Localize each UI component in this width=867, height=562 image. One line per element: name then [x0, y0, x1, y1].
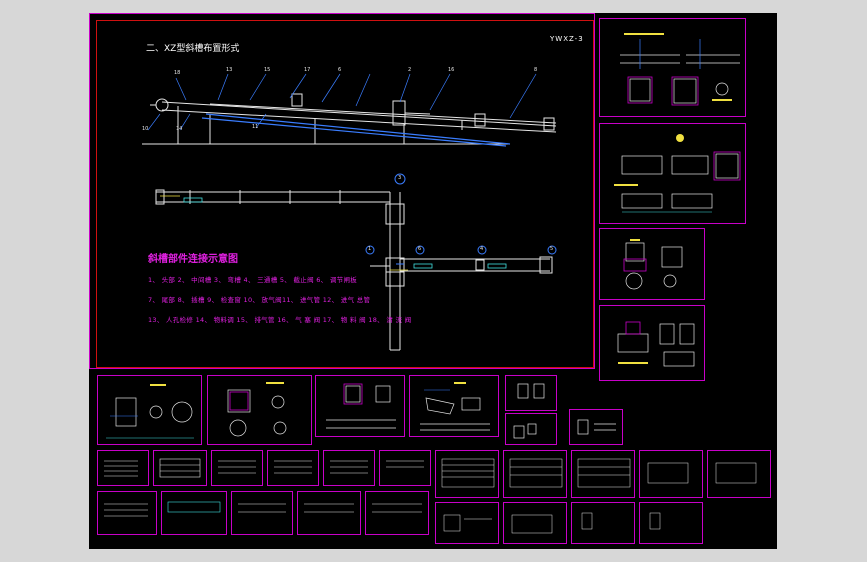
sheet-thumbnail[interactable] [207, 375, 312, 445]
callout-label: 10 [142, 126, 149, 132]
drawing-title: 二、XZ型斜槽布置形式 [146, 44, 240, 54]
sheet-thumbnail-drawing [443, 514, 492, 532]
sheet-thumbnail-drawing [441, 458, 495, 488]
sheet-thumbnail[interactable] [435, 502, 499, 544]
legend-line: 1、 头部 2、 中间槽 3、 弯槽 4、 三通槽 5、 截止阀 6、 调节闸板 [148, 276, 358, 284]
sheet-thumbnail-drawing [167, 501, 221, 513]
sheet-thumbnail[interactable] [315, 375, 405, 437]
main-sheet-frame [96, 20, 594, 368]
sheet-thumbnail-drawing [511, 514, 553, 534]
sheet-thumbnail[interactable] [231, 491, 293, 535]
callout-label: 11 [252, 124, 259, 130]
sheet-thumbnail[interactable] [707, 450, 771, 498]
legend-line: 7、 尾部 8、 插槽 9、 检查窗 10、 放气阀11、 进气管 12、 进气… [148, 296, 371, 304]
sheet-thumbnail[interactable] [323, 450, 375, 486]
sheet-thumbnail[interactable] [569, 409, 623, 445]
sheet-thumbnail-drawing [623, 239, 683, 290]
sheet-thumbnail-drawing [386, 460, 424, 468]
legend-title: 斜槽部件连接示意图 [148, 254, 238, 265]
sheet-thumbnail[interactable] [267, 450, 319, 486]
sheet-thumbnail-drawing [649, 512, 661, 530]
sheet-thumbnail[interactable] [505, 413, 557, 445]
sheet-thumbnail[interactable] [435, 450, 499, 498]
sheet-thumbnail[interactable] [571, 450, 635, 498]
sheet-thumbnail-drawing [647, 462, 689, 484]
sheet-thumbnail[interactable] [379, 450, 431, 486]
plan-callout-label: 3 [398, 175, 402, 181]
sheet-thumbnail-drawing [420, 382, 490, 431]
sheet-thumbnail-drawing [509, 458, 563, 488]
sheet-thumbnail[interactable] [571, 502, 635, 544]
sheet-thumbnail[interactable] [211, 450, 263, 486]
sheet-thumbnail[interactable] [639, 450, 703, 498]
sheet-thumbnail[interactable] [365, 491, 429, 535]
main-sheet[interactable]: 二、XZ型斜槽布置形式 YWXZ-3 [89, 13, 595, 369]
sheet-thumbnail[interactable] [505, 375, 557, 411]
sheet-thumbnail[interactable] [97, 375, 202, 445]
elevation-view [142, 73, 557, 351]
sheet-thumbnail-drawing [104, 503, 148, 517]
sheet-thumbnail-drawing [274, 460, 312, 474]
plan-callout-label: 5 [550, 246, 554, 252]
plan-callout-label: 6 [418, 246, 422, 252]
sheet-thumbnail-drawing [218, 460, 256, 474]
drawing-code: YWXZ-3 [550, 35, 584, 43]
sheet-thumbnail-drawing [326, 383, 396, 429]
sheet-thumbnail[interactable] [409, 375, 499, 437]
sheet-thumbnail-drawing [304, 503, 354, 513]
sheet-thumbnail[interactable] [153, 450, 207, 486]
sheet-thumbnail-drawing [617, 321, 695, 367]
sheet-thumbnail[interactable] [503, 450, 567, 498]
sheet-thumbnail[interactable] [97, 491, 157, 535]
sheet-thumbnail[interactable] [599, 123, 746, 224]
sheet-thumbnail-drawing [577, 458, 631, 488]
sheet-thumbnail-drawing [227, 382, 287, 437]
callout-label: 15 [264, 67, 271, 73]
sheet-thumbnail-drawing [106, 384, 194, 439]
sheet-thumbnail-drawing [372, 503, 422, 513]
sheet-thumbnail[interactable] [297, 491, 361, 535]
callout-label: 14 [176, 126, 183, 132]
sheet-thumbnail[interactable] [599, 305, 705, 381]
sheet-thumbnail[interactable] [503, 502, 567, 544]
plan-callout-label: 4 [480, 246, 484, 252]
legend-line: 13、 人孔检修 14、 物料调 15、 排气管 16、 气 塞 阀 17、 物… [148, 316, 412, 324]
callout-label: 8 [534, 67, 538, 73]
callout-label: 2 [408, 67, 412, 73]
plan-callout-label: 1 [368, 246, 372, 252]
sheet-thumbnail-drawing [238, 503, 286, 513]
sheet-thumbnail[interactable] [599, 18, 746, 117]
sheet-thumbnail-drawing [517, 383, 545, 399]
callout-label: 17 [304, 67, 311, 73]
drawing-canvas[interactable]: 二、XZ型斜槽布置形式 YWXZ-3 [89, 13, 777, 549]
sheet-thumbnail[interactable] [97, 450, 149, 486]
sheet-thumbnail-drawing [614, 134, 741, 213]
sheet-thumbnail-drawing [104, 460, 138, 477]
sheet-thumbnail-drawing [577, 419, 616, 435]
sheet-thumbnail[interactable] [599, 228, 705, 300]
callout-label: 6 [338, 67, 342, 73]
sheet-thumbnail-drawing [715, 462, 757, 484]
sheet-thumbnail-drawing [620, 33, 740, 106]
callout-label: 16 [448, 67, 455, 73]
callout-label: 13 [226, 67, 233, 73]
sheet-thumbnail-drawing [581, 512, 593, 530]
sheet-thumbnail-drawing [513, 423, 537, 439]
sheet-thumbnail[interactable] [161, 491, 227, 535]
sheet-thumbnail[interactable] [639, 502, 703, 544]
callout-label: 18 [174, 70, 181, 76]
sheet-thumbnail-drawing [330, 460, 368, 474]
sheet-thumbnail-drawing [159, 458, 201, 478]
